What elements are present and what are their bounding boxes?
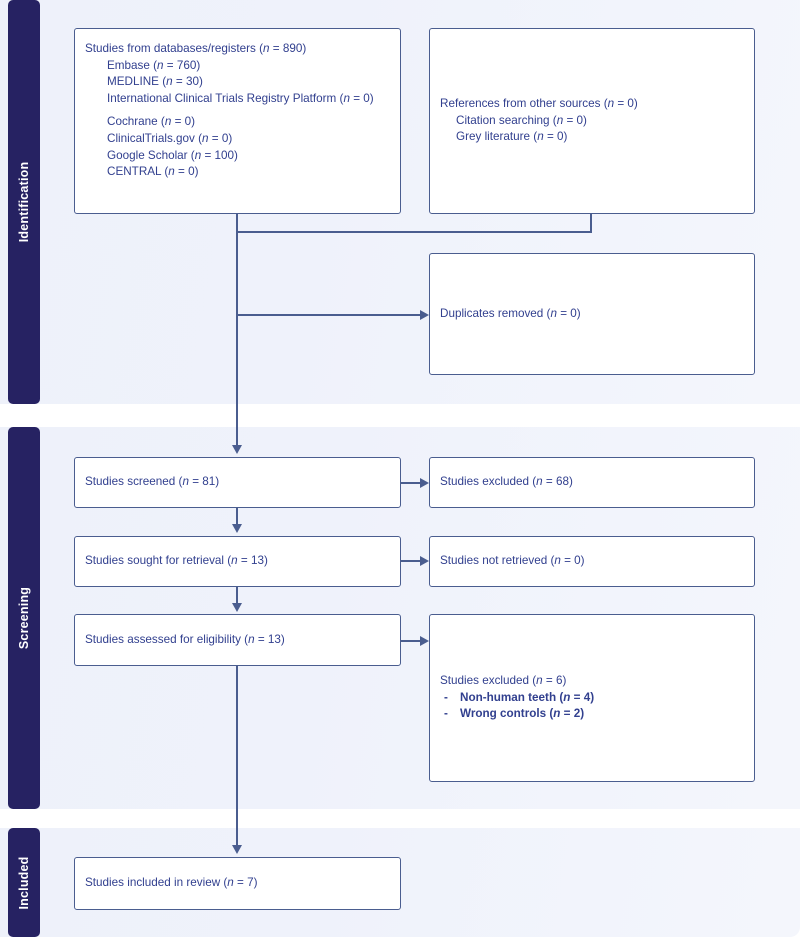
arrowhead-to-included xyxy=(232,845,242,854)
arrowhead-screened-to-excluded xyxy=(420,478,429,488)
connector-to-duplicates xyxy=(236,314,421,316)
list-item: Grey literature (n = 0) xyxy=(456,130,568,144)
stage-label-included: Included xyxy=(8,828,40,937)
list-item: Embase (n = 760) xyxy=(107,58,201,72)
list-item: Non-human teeth (n = 4) xyxy=(440,690,744,707)
node-studies-excluded-eligibility[interactable]: Studies excluded (n = 6) Non-human teeth… xyxy=(429,614,755,782)
node-sought-for-retrieval[interactable]: Studies sought for retrieval (n = 13) xyxy=(74,536,401,587)
stage-label-identification: Identification xyxy=(8,0,40,404)
node-databases-title: Studies from databases/registers (n = 89… xyxy=(85,42,307,55)
arrowhead-to-screened xyxy=(232,445,242,454)
connector-screened-to-sought xyxy=(236,508,238,524)
list-item: ClinicalTrials.gov (n = 0) xyxy=(107,132,233,146)
node-studies-screened-title: Studies screened (n = 81) xyxy=(85,475,220,489)
stage-label-identification-text: Identification xyxy=(17,161,31,243)
arrowhead-assessed-to-excluded xyxy=(420,636,429,646)
connector-assessed-to-included xyxy=(236,666,238,845)
list-item: Google Scholar (n = 100) xyxy=(107,148,238,162)
node-assessed-for-eligibility-title: Studies assessed for eligibility (n = 13… xyxy=(85,632,285,646)
node-assessed-for-eligibility[interactable]: Studies assessed for eligibility (n = 13… xyxy=(74,614,401,666)
node-duplicates-removed-title: Duplicates removed (n = 0) xyxy=(440,306,581,320)
node-included-in-review[interactable]: Studies included in review (n = 7) xyxy=(74,857,401,910)
node-studies-excluded-screened[interactable]: Studies excluded (n = 68) xyxy=(429,457,755,508)
connector-databases-down xyxy=(236,213,238,232)
arrowhead-sought-to-not-retrieved xyxy=(420,556,429,566)
node-sought-for-retrieval-title: Studies sought for retrieval (n = 13) xyxy=(85,554,268,568)
connector-merge-bar xyxy=(236,231,592,233)
stage-label-included-text: Included xyxy=(17,856,31,909)
node-studies-not-retrieved[interactable]: Studies not retrieved (n = 0) xyxy=(429,536,755,587)
node-studies-excluded-eligibility-title: Studies excluded (n = 6) xyxy=(440,674,567,688)
list-item: MEDLINE (n = 30) xyxy=(107,75,203,89)
list-item: Wrong controls (n = 2) xyxy=(440,706,744,723)
stage-label-screening-text: Screening xyxy=(17,586,31,650)
connector-other-sources-down xyxy=(590,213,592,232)
arrowhead-to-duplicates xyxy=(420,310,429,320)
connector-sought-to-assessed xyxy=(236,587,238,603)
connector-screened-to-excluded xyxy=(401,482,421,484)
node-included-in-review-title: Studies included in review (n = 7) xyxy=(85,876,258,890)
node-databases-list: Embase (n = 760) MEDLINE (n = 30) Intern… xyxy=(85,58,390,181)
list-item: CENTRAL (n = 0) xyxy=(107,165,199,179)
list-item: Cochrane (n = 0) xyxy=(107,115,196,129)
node-other-sources[interactable]: References from other sources (n = 0) Ci… xyxy=(429,28,755,214)
node-other-sources-title: References from other sources (n = 0) xyxy=(440,97,638,111)
connector-trunk-to-screened xyxy=(236,231,238,445)
stage-label-screening: Screening xyxy=(8,427,40,809)
arrowhead-screened-to-sought xyxy=(232,524,242,533)
node-excluded-reasons-list: Non-human teeth (n = 4) Wrong controls (… xyxy=(440,690,744,723)
list-item: International Clinical Trials Registry P… xyxy=(107,91,374,105)
list-item: Citation searching (n = 0) xyxy=(456,113,587,127)
connector-assessed-to-excluded xyxy=(401,640,421,642)
connector-sought-to-not-retrieved xyxy=(401,560,421,562)
node-studies-excluded-screened-title: Studies excluded (n = 68) xyxy=(440,475,573,489)
arrowhead-sought-to-assessed xyxy=(232,603,242,612)
node-databases-registers[interactable]: Studies from databases/registers (n = 89… xyxy=(74,28,401,214)
node-other-sources-list: Citation searching (n = 0) Grey literatu… xyxy=(440,113,744,146)
node-duplicates-removed[interactable]: Duplicates removed (n = 0) xyxy=(429,253,755,375)
node-studies-screened[interactable]: Studies screened (n = 81) xyxy=(74,457,401,508)
node-studies-not-retrieved-title: Studies not retrieved (n = 0) xyxy=(440,554,585,568)
